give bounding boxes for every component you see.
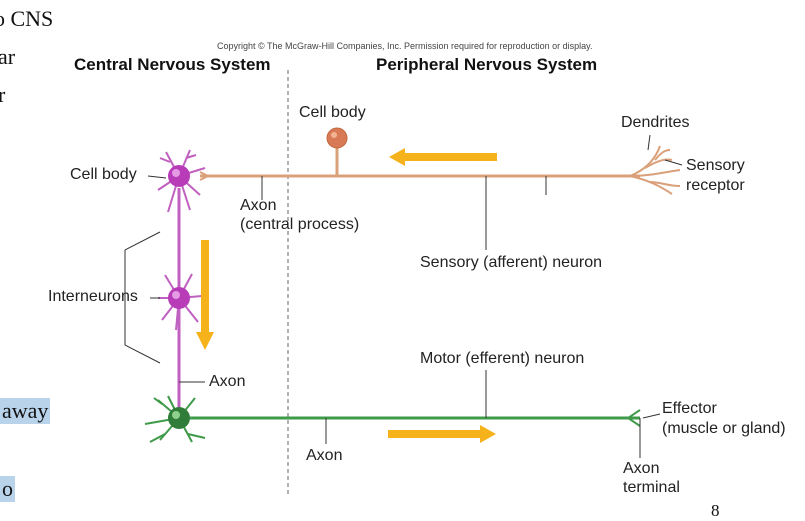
axon-inter-label: Axon: [209, 373, 246, 390]
direction-arrow-sensory: [389, 148, 497, 166]
motor-nucleus: [172, 411, 180, 419]
slide-text-fragment-5: o: [0, 476, 15, 502]
slide-text-fragment-4: away: [0, 398, 51, 424]
dendrites-leader: [647, 134, 651, 151]
axon-central-label-1: Axon: [240, 197, 277, 214]
sensory-receptor-label-1: Sensory: [686, 157, 745, 174]
interneurons-bracket: [124, 231, 161, 364]
direction-arrow-motor: [388, 425, 496, 443]
motor-neuron-label: Motor (efferent) neuron: [420, 350, 585, 367]
cell-body-pns-label: Cell body: [299, 104, 366, 121]
axon-central-label-2: (central process): [240, 216, 360, 233]
sensory-receptor-leader: [664, 159, 683, 166]
dendrites-label: Dendrites: [621, 114, 690, 131]
direction-arrow-interneuron: [196, 240, 214, 350]
axon-terminal-label-2: terminal: [623, 479, 680, 496]
slide-text-fragment-1: o CNS: [0, 6, 54, 31]
slide-text-fragment-2: ar: [0, 44, 16, 69]
interneuron-upper-nucleus: [172, 169, 180, 177]
effector-label-1: Effector: [662, 400, 717, 417]
page-number: 8: [711, 501, 720, 520]
cell-body-cns-label: Cell body: [70, 166, 137, 183]
axon-terminal-label-1: Axon: [623, 460, 660, 477]
interneuron-upper-cell-body: [168, 165, 190, 187]
effector-label-2: (muscle or gland): [662, 420, 786, 437]
pns-heading: Peripheral Nervous System: [376, 55, 598, 74]
dendrites-icon: [629, 145, 681, 195]
cns-heading: Central Nervous System: [74, 55, 271, 74]
cell-body-leader: [147, 175, 167, 179]
effector-leader: [642, 413, 661, 419]
copyright-notice: Copyright © The McGraw-Hill Companies, I…: [217, 41, 593, 51]
axon-terminal-icon: [626, 409, 641, 427]
axon-motor-label: Axon: [306, 447, 343, 464]
sensory-axon-terminal: [199, 171, 211, 181]
sensory-neuron-label: Sensory (afferent) neuron: [420, 254, 603, 271]
interneuron-middle-nucleus: [172, 291, 180, 299]
sensory-receptor-label-2: receptor: [686, 177, 745, 194]
sensory-cell-body: [326, 127, 348, 149]
interneurons-label: Interneurons: [48, 288, 138, 305]
interneuron-middle-cell-body: [168, 287, 190, 309]
slide-text-fragment-3: r: [0, 82, 6, 107]
motor-cell-body: [168, 407, 190, 429]
sensory-nucleus: [331, 132, 337, 138]
